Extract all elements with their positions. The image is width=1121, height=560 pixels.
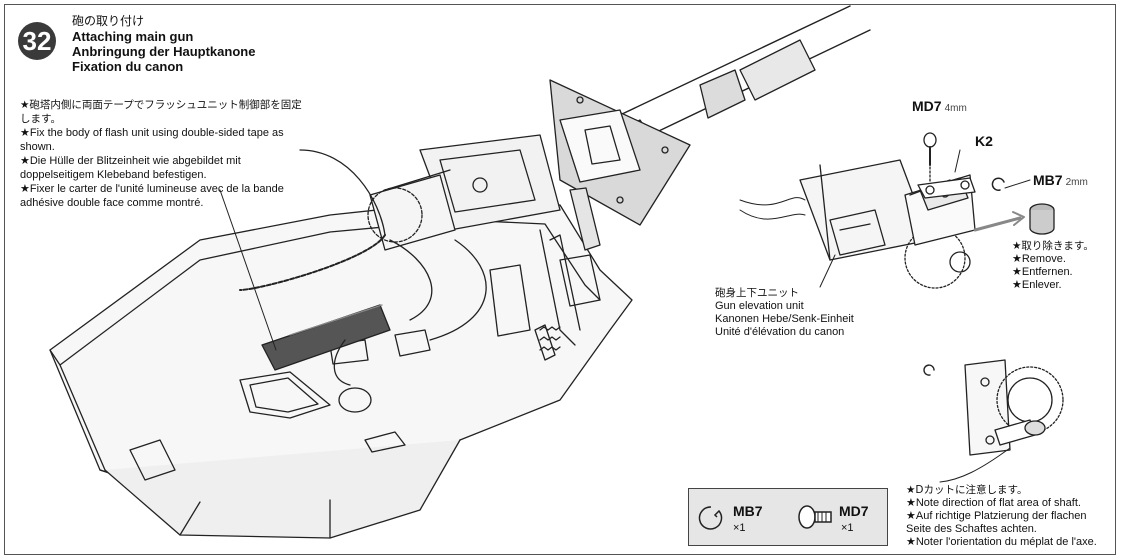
turret-hull: [49, 199, 633, 539]
mb7-clip: [991, 177, 1031, 191]
flash-note-de: ★Die Hülle der Blitzeinheit wie abgebild…: [20, 155, 241, 181]
remove-fr: ★Enlever.: [1012, 279, 1062, 291]
flash-unit: [367, 169, 456, 251]
spring: [539, 326, 561, 351]
parts-item1-name: MB7: [733, 503, 763, 519]
title-jp: 砲の取り付け: [72, 14, 145, 28]
parts-item1-qty: ×1: [733, 522, 746, 534]
shaft-en: ★Note direction of flat area of shaft.: [906, 497, 1081, 509]
parts-box-icons: [698, 505, 832, 530]
k2-label: K2: [975, 133, 993, 149]
step-number-badge: 32: [18, 22, 56, 60]
elevation-unit-detail: [739, 159, 976, 289]
elevation-unit-label: 砲身上下ユニット Gun elevation unit Kanonen Hebe…: [715, 287, 854, 339]
parts-item2-qty: ×1: [841, 522, 854, 534]
parts-item2-name: MD7: [839, 503, 869, 519]
md7-name: MD7: [912, 98, 942, 114]
elevation-de: Kanonen Hebe/Senk-Einheit: [715, 313, 854, 325]
elevation-jp: 砲身上下ユニット: [715, 287, 799, 299]
e-clip-icon: [698, 506, 723, 530]
parts-box: MB7 ×1 MD7 ×1: [688, 488, 888, 546]
remove-de: ★Entfernen.: [1012, 266, 1073, 278]
flash-note-jp: ★砲塔内側に両面テープでフラッシュユニット制御部を固定します。: [20, 99, 302, 125]
mb7-name: MB7: [1033, 172, 1063, 188]
shaft-note: ★Dカットに注意します。 ★Note direction of flat are…: [906, 484, 1111, 549]
md7-size: 4mm: [944, 103, 967, 114]
elevation-fr: Unité d'élévation du canon: [715, 326, 845, 338]
shaft-fr: ★Noter l'orientation du méplat de l'axe.: [906, 536, 1097, 548]
flash-note-fr: ★Fixer le carter de l'unité lumineuse av…: [20, 183, 284, 209]
elevation-en: Gun elevation unit: [715, 300, 804, 312]
shaft-jp: ★Dカットに注意します。: [906, 484, 1028, 496]
screw-icon: [798, 505, 832, 529]
title-en: Attaching main gun: [72, 29, 194, 44]
flash-unit-body: [219, 149, 487, 386]
mb7-size: 2mm: [1065, 177, 1088, 188]
removed-collar: [973, 203, 1055, 235]
gun-mechanism: [419, 109, 641, 361]
shaft-de: ★Auf richtige Platzierung der flachen Se…: [906, 510, 1087, 535]
leader-line: [819, 254, 836, 288]
flash-note-en: ★Fix the body of flash unit using double…: [20, 127, 284, 153]
remove-note: ★取り除きます。 ★Remove. ★Entfernen. ★Enlever.: [1012, 240, 1094, 292]
flash-unit-note: ★砲塔内側に両面テープでフラッシュユニット制御部を固定します。 ★Fix the…: [20, 98, 310, 210]
remove-jp: ★取り除きます。: [1012, 240, 1094, 252]
k2-arm: [917, 149, 976, 199]
remove-en: ★Remove.: [1012, 253, 1066, 265]
title-de: Anbringung der Hauptkanone: [72, 44, 256, 59]
step-title: 砲の取り付け Attaching main gun Anbringung der…: [72, 14, 255, 74]
page-frame: [4, 4, 1116, 555]
title-fr: Fixation du canon: [72, 59, 184, 74]
shaft-detail: [923, 359, 1064, 483]
md7-screw: [923, 132, 937, 183]
